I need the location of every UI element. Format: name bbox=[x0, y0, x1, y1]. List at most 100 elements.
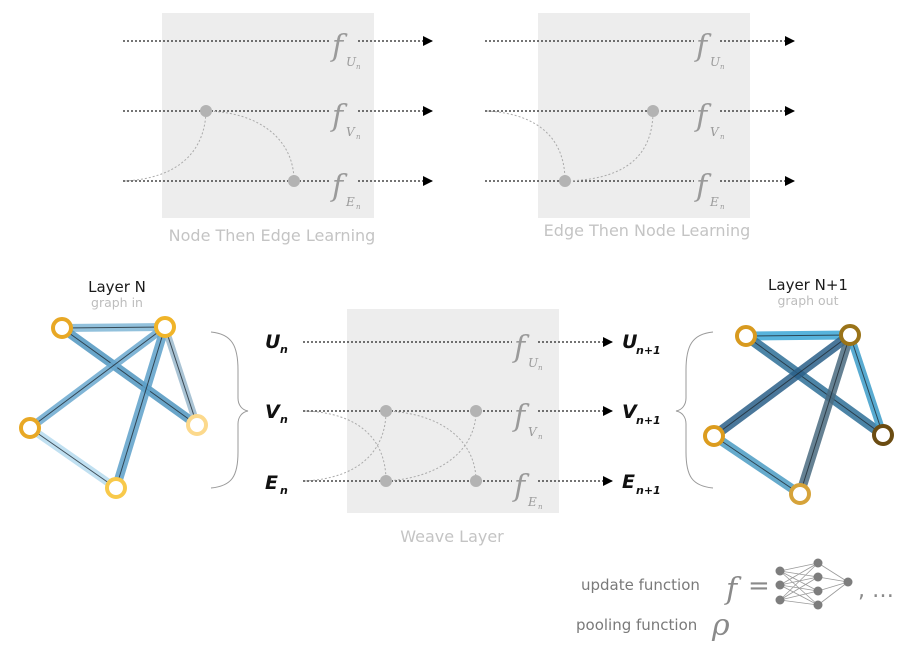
graph-edge-core bbox=[745, 334, 851, 337]
panel-background bbox=[538, 13, 750, 218]
left-brace bbox=[210, 331, 249, 489]
right-brace bbox=[675, 331, 714, 489]
layer-title: Layer N bbox=[88, 278, 146, 296]
svg-text:V: V bbox=[710, 125, 720, 139]
panel-node-then-edge: f U n f V n f E n Node Then Edge Learnin… bbox=[123, 13, 433, 245]
svg-text:n: n bbox=[280, 343, 288, 356]
graph-node bbox=[154, 316, 176, 338]
panel-weave-layer: U n V n E n f U n f bbox=[265, 309, 661, 546]
nn-neuron bbox=[813, 586, 823, 596]
update-function-symbol: f bbox=[724, 572, 742, 607]
graph-node bbox=[19, 417, 41, 439]
svg-text:n: n bbox=[538, 503, 543, 511]
nn-connection bbox=[817, 581, 849, 606]
graph-out: Layer N+1 graph out bbox=[703, 276, 894, 505]
graph-nodes bbox=[703, 324, 894, 505]
nn-connection bbox=[817, 562, 849, 583]
nn-connection bbox=[779, 599, 819, 606]
graph-node bbox=[703, 425, 725, 447]
svg-text:E: E bbox=[709, 195, 719, 209]
graph-edge-core bbox=[115, 326, 166, 489]
nn-neuron bbox=[843, 577, 853, 587]
merge-dot bbox=[380, 405, 392, 417]
panel-edge-then-node: f U n f V n f E n Edge Then Node Learnin… bbox=[485, 13, 795, 240]
graph-edge-core bbox=[713, 435, 801, 495]
nn-connection bbox=[817, 581, 849, 592]
nn-neuron bbox=[775, 580, 785, 590]
panel-caption: Node Then Edge Learning bbox=[169, 226, 376, 245]
svg-text:V: V bbox=[622, 401, 638, 423]
graph-node bbox=[789, 483, 811, 505]
pooling-function-symbol: ρ bbox=[711, 608, 730, 643]
nn-connection bbox=[779, 576, 819, 601]
input-e: E n bbox=[265, 472, 288, 497]
equals-sign: = bbox=[748, 571, 770, 601]
graph-edge-core bbox=[61, 326, 166, 329]
graph-node bbox=[186, 414, 208, 436]
svg-text:E: E bbox=[527, 495, 537, 509]
curve-node-to-edge bbox=[205, 110, 295, 182]
svg-text:E: E bbox=[622, 471, 635, 493]
merge-dot bbox=[559, 175, 571, 187]
nn-neuron bbox=[775, 566, 785, 576]
output-e: E n+1 bbox=[622, 471, 661, 497]
svg-text:n: n bbox=[720, 203, 725, 211]
graph-edge-core bbox=[61, 327, 198, 426]
curve-v-to-e bbox=[385, 410, 477, 482]
nn-connection bbox=[779, 562, 819, 601]
graph-node bbox=[872, 424, 894, 446]
svg-text:n: n bbox=[538, 364, 543, 372]
curve-edge-to-node bbox=[124, 110, 207, 182]
nn-connection bbox=[779, 590, 819, 601]
graph-edge-core bbox=[164, 326, 198, 426]
neural-network-icon bbox=[775, 558, 853, 610]
graph-node bbox=[735, 325, 757, 347]
merge-dot bbox=[647, 105, 659, 117]
graph-edge-core bbox=[29, 427, 117, 489]
graph-edge-core bbox=[799, 334, 851, 495]
input-v: V n bbox=[265, 401, 288, 426]
graph-node bbox=[839, 324, 861, 346]
layer-subtitle: graph out bbox=[777, 293, 838, 308]
svg-text:n: n bbox=[720, 133, 725, 141]
svg-text:U: U bbox=[622, 331, 638, 353]
svg-text:E: E bbox=[265, 472, 278, 494]
merge-dot bbox=[470, 405, 482, 417]
panel-caption: Weave Layer bbox=[400, 527, 504, 546]
svg-text:U: U bbox=[528, 356, 539, 370]
svg-text:n: n bbox=[720, 63, 725, 71]
nn-neuron bbox=[813, 600, 823, 610]
graph-edges bbox=[709, 330, 888, 499]
svg-text:n+1: n+1 bbox=[636, 344, 661, 357]
legend: update function f = , … pooling function… bbox=[576, 558, 894, 643]
layer-subtitle: graph in bbox=[91, 295, 143, 310]
layer-title: Layer N+1 bbox=[768, 276, 848, 294]
nn-connection bbox=[817, 576, 849, 583]
pooling-function-label: pooling function bbox=[576, 616, 697, 634]
svg-text:U: U bbox=[346, 55, 357, 69]
output-u: U n+1 bbox=[622, 331, 661, 357]
curve-e-to-v bbox=[304, 410, 387, 482]
graph-edge-core bbox=[745, 335, 884, 436]
ellipsis: , … bbox=[858, 578, 894, 603]
svg-text:U: U bbox=[710, 55, 721, 69]
nn-connection bbox=[779, 562, 819, 586]
svg-text:n: n bbox=[538, 433, 543, 441]
svg-text:n: n bbox=[280, 484, 288, 497]
svg-text:n: n bbox=[356, 133, 361, 141]
panel-background bbox=[162, 13, 374, 218]
svg-text:n+1: n+1 bbox=[636, 414, 661, 427]
graph-in: Layer N graph in bbox=[19, 278, 208, 499]
svg-text:V: V bbox=[528, 425, 538, 439]
svg-text:n: n bbox=[356, 203, 361, 211]
merge-dot bbox=[200, 105, 212, 117]
curve-e-to-v bbox=[385, 410, 477, 482]
graph-edge-core bbox=[29, 326, 166, 429]
graph-node bbox=[51, 317, 73, 339]
svg-text:E: E bbox=[345, 195, 355, 209]
curve-v-to-e bbox=[304, 410, 387, 482]
merge-dot bbox=[288, 175, 300, 187]
merge-dot bbox=[470, 475, 482, 487]
curve-node-to-edge bbox=[486, 110, 566, 182]
